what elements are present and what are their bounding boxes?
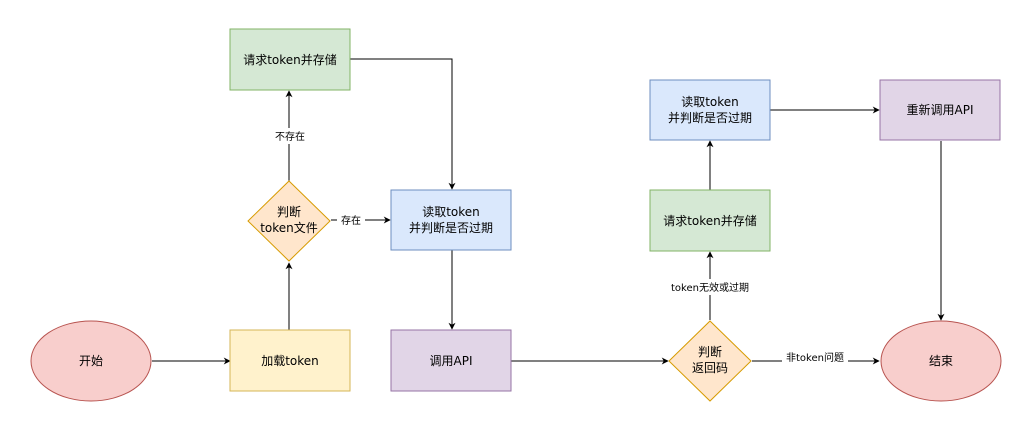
node-judge-token-file[interactable]: 判断 token文件: [247, 180, 331, 262]
edge-label-bg: [337, 212, 365, 228]
node-end[interactable]: 结束: [880, 320, 1002, 402]
node-recall-api-label: 重新调用API: [907, 102, 974, 117]
edge-label-non-token-issue: 非token问题: [786, 351, 844, 364]
edge-label-not-exist: 不存在: [275, 130, 305, 143]
node-judge-return-code-label-2: 返回码: [692, 361, 728, 375]
node-request-token-store-2[interactable]: 请求token并存储: [649, 189, 771, 252]
node-read-token-2[interactable]: 读取token 并判断是否过期: [649, 79, 771, 141]
edge-label-bg: [782, 349, 848, 365]
node-end-label: 结束: [929, 354, 953, 368]
node-call-api[interactable]: 调用API: [390, 329, 512, 392]
edge-label-bg: [272, 128, 308, 144]
node-read-token-1[interactable]: 读取token 并判断是否过期: [390, 189, 512, 251]
node-judge-token-file-label-2: token文件: [260, 220, 318, 235]
node-request-token-store-1-label: 请求token并存储: [243, 52, 337, 67]
node-judge-return-code[interactable]: 判断 返回码: [668, 320, 752, 402]
node-read-token-2-label-2: 并判断是否过期: [668, 110, 752, 125]
node-load-token[interactable]: 加载token: [229, 329, 351, 392]
node-recall-api[interactable]: 重新调用API: [879, 79, 1001, 141]
node-read-token-2-label-1: 读取token: [681, 95, 739, 109]
edge-request-to-read: [350, 58, 456, 190]
edge-label-token-invalid: token无效或过期: [671, 281, 749, 294]
node-start-label: 开始: [79, 354, 103, 368]
node-start[interactable]: 开始: [30, 320, 152, 402]
node-request-token-store-2-label: 请求token并存储: [663, 213, 757, 228]
node-load-token-label: 加载token: [261, 354, 319, 368]
node-call-api-label: 调用API: [430, 354, 473, 368]
node-read-token-1-label-1: 读取token: [422, 205, 480, 219]
edges: [152, 58, 945, 365]
edge-label-exist: 存在: [341, 214, 361, 227]
edge-label-bg: [664, 279, 756, 295]
node-request-token-store-1[interactable]: 请求token并存储: [229, 28, 351, 91]
node-judge-token-file-label-1: 判断: [277, 204, 301, 219]
node-read-token-1-label-2: 并判断是否过期: [409, 220, 493, 235]
node-judge-return-code-label-1: 判断: [698, 344, 722, 359]
